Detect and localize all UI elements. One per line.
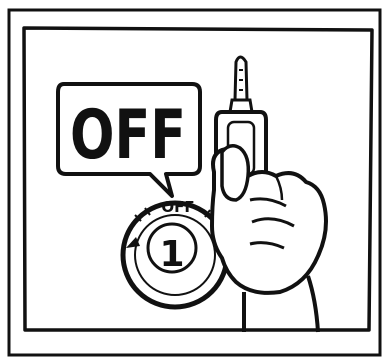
dial-position-number: 1 bbox=[159, 234, 184, 275]
hand-icon bbox=[212, 146, 326, 332]
off-callout-bubble: OFF bbox=[58, 84, 200, 196]
callout-label: OFF bbox=[70, 96, 186, 175]
dial-position-label: OFF bbox=[161, 198, 194, 216]
